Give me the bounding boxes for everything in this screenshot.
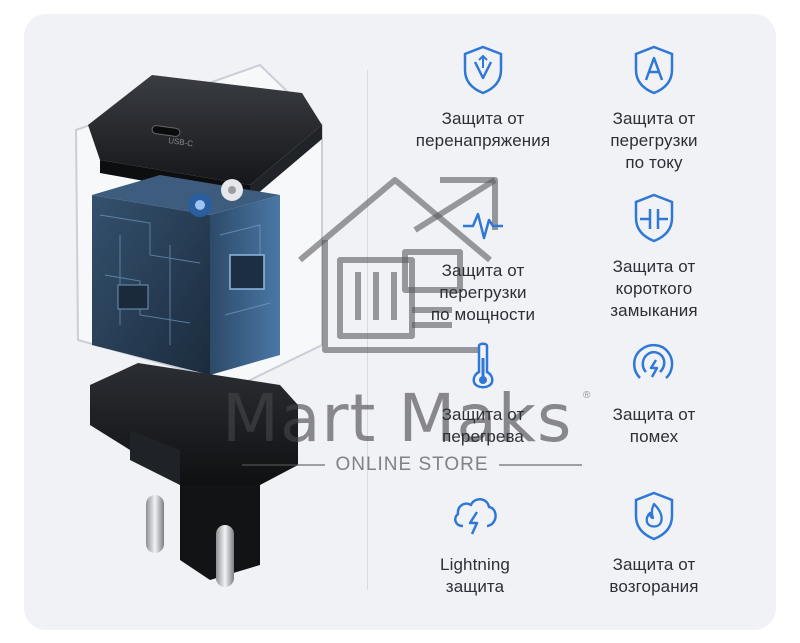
interference-icon — [633, 343, 674, 379]
watermark-line-left — [242, 464, 326, 466]
port-label: USB-C — [168, 136, 194, 148]
watermark-subtitle: ONLINE STORE — [242, 453, 583, 477]
shield-fire-icon — [634, 491, 674, 541]
watermark-line-right — [498, 464, 583, 466]
thermometer-icon — [472, 342, 494, 389]
shield-voltage-icon — [463, 45, 503, 95]
watermark-subtitle-text: ONLINE STORE — [335, 454, 489, 475]
watermark-brand: Mart Maks — [222, 380, 573, 457]
shield-current-icon — [634, 45, 674, 95]
power-wave-icon — [463, 212, 503, 240]
charger-illustration: USB-C — [74, 63, 323, 587]
divider — [367, 70, 368, 590]
shield-short-circuit-icon — [634, 193, 674, 243]
watermark-registered-mark: ® — [583, 390, 591, 401]
cloud-lightning-icon — [454, 498, 497, 535]
